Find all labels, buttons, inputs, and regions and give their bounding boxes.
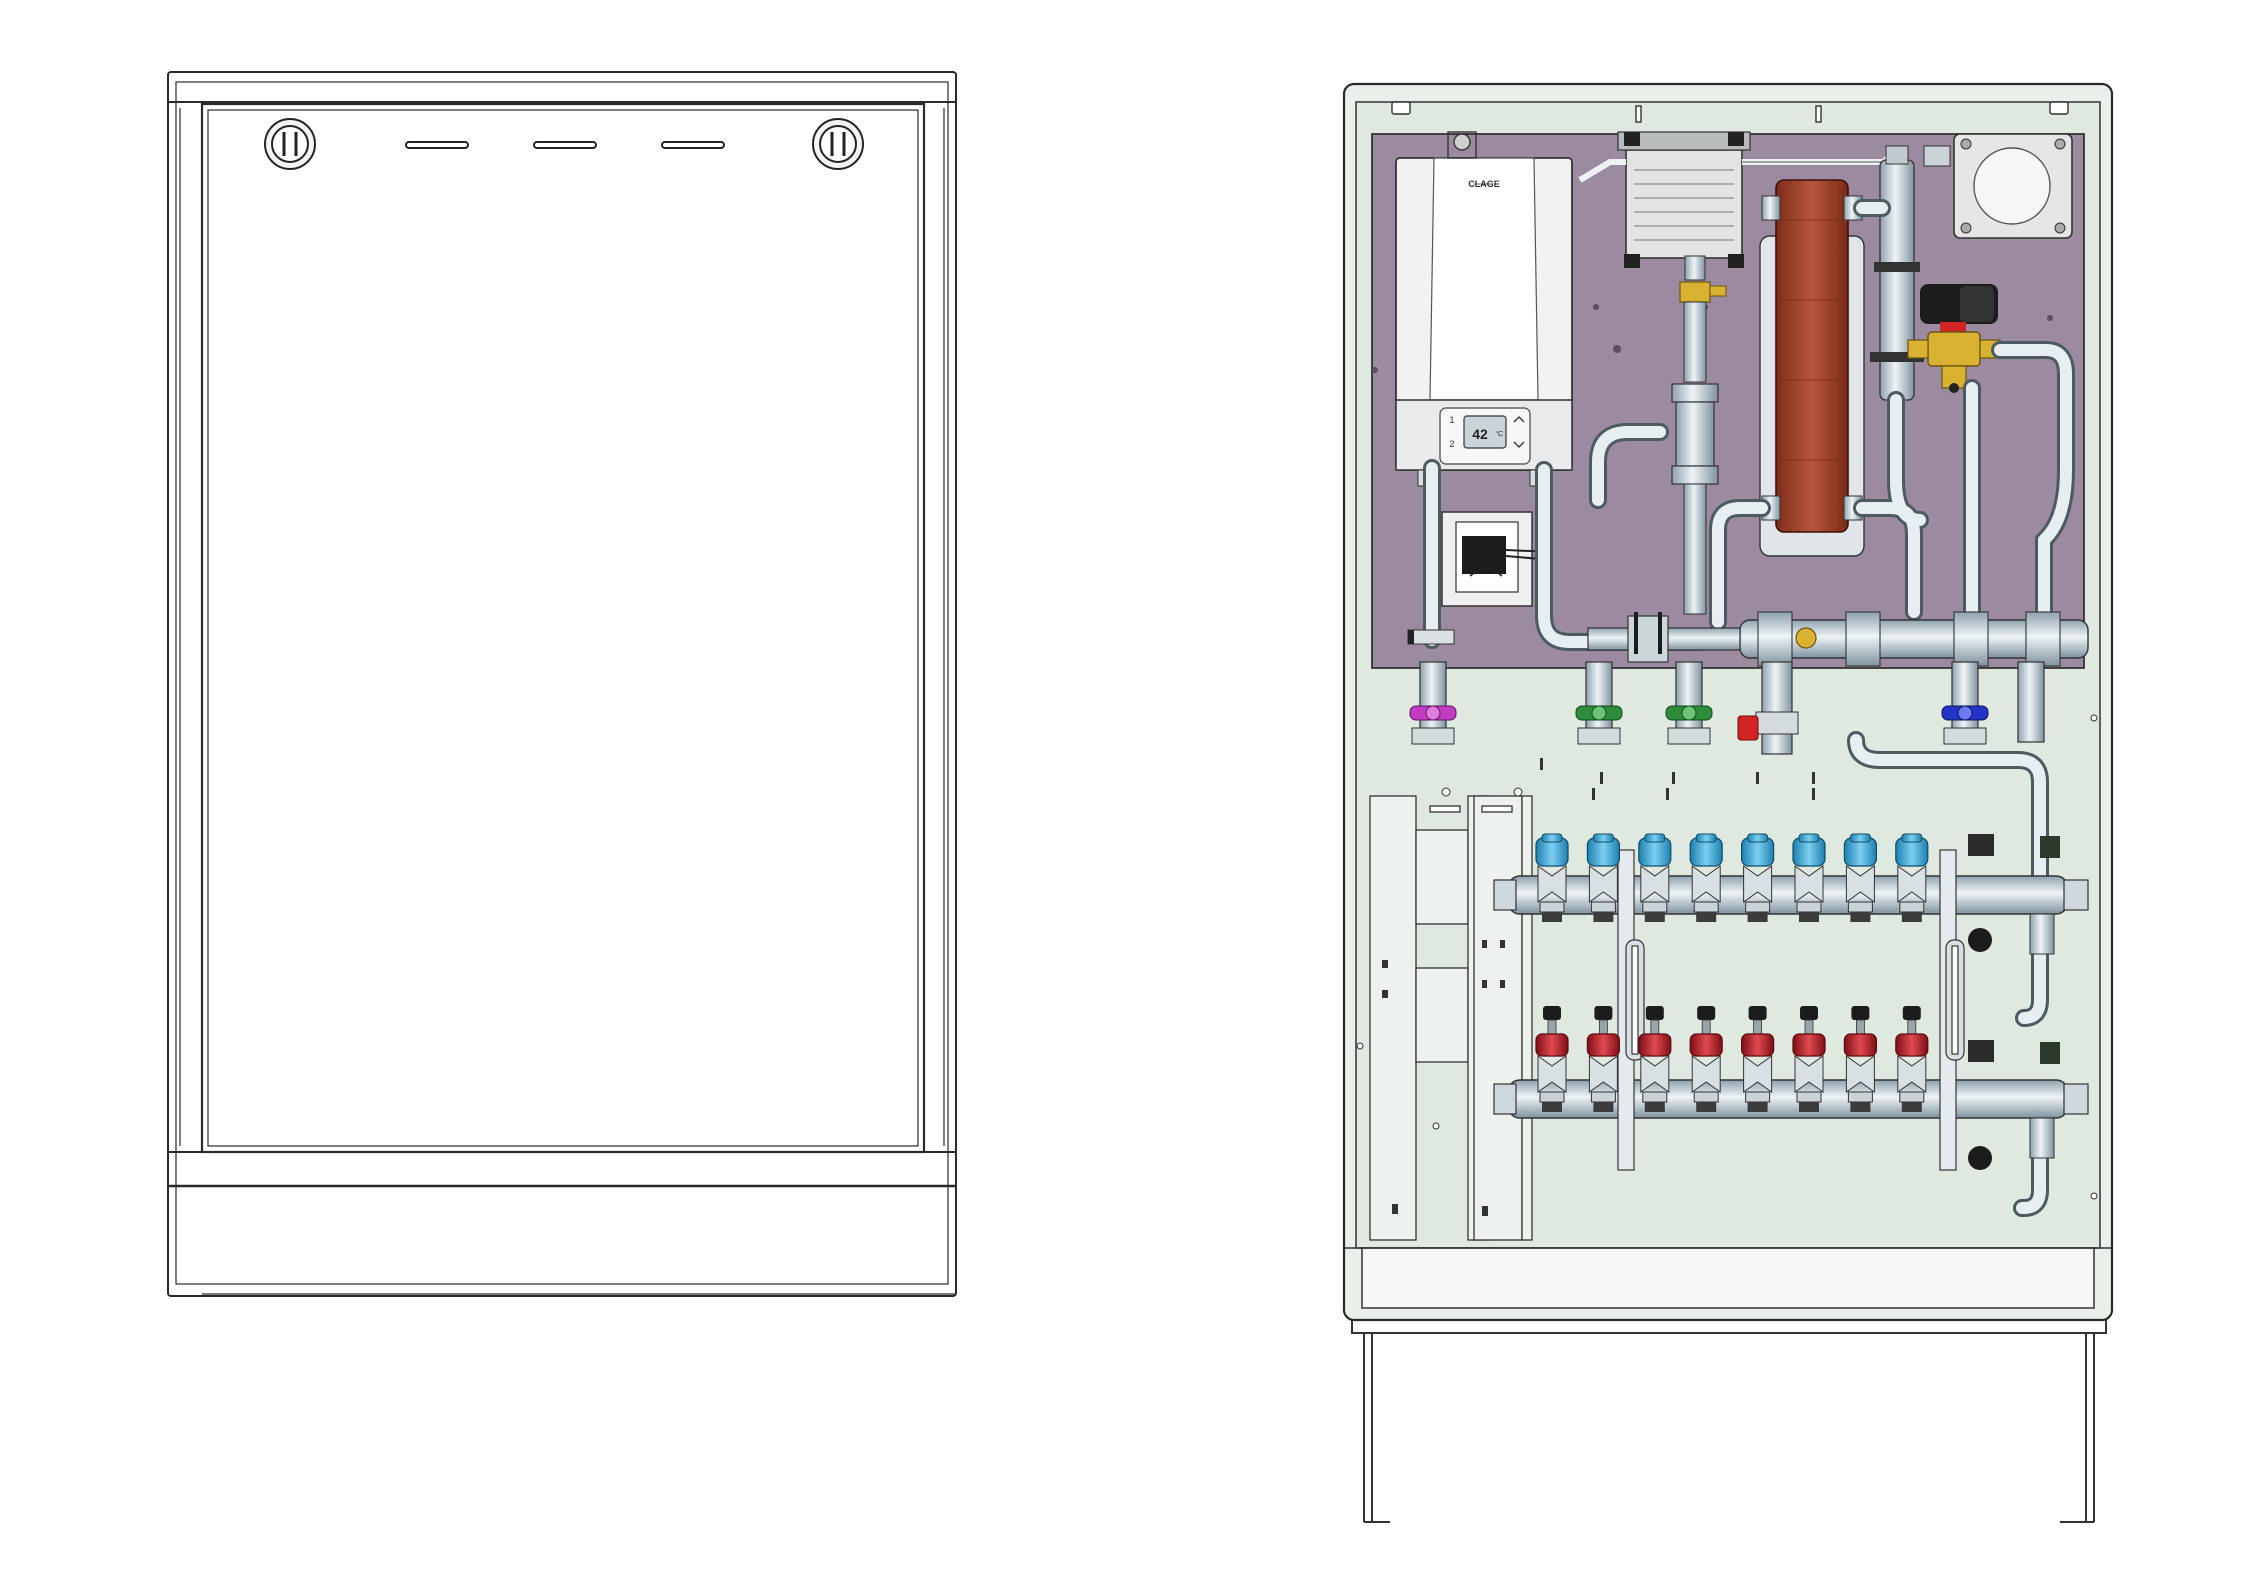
supply-loop-valve[interactable] <box>1895 833 1929 922</box>
din-rail-section <box>1369 795 1533 1241</box>
vent-slot-icon <box>533 141 597 149</box>
valve-handle-green-icon[interactable] <box>1665 705 1713 721</box>
cabinet-frame <box>167 71 957 1297</box>
supply-loop-valve[interactable] <box>1689 833 1723 922</box>
return-loop-valve[interactable] <box>1843 1006 1878 1112</box>
return-valves <box>1535 1006 1929 1112</box>
return-manifold <box>1493 1079 2089 1119</box>
heater-display-value: 42 <box>1472 426 1488 442</box>
junction-box <box>1923 133 2073 239</box>
pipework <box>1423 199 2075 1217</box>
open-cabinet: CLAGE 42 °C 1 2 <box>1342 82 2114 1523</box>
closed-cabinet <box>167 71 957 1297</box>
pump-controller <box>1441 511 1553 607</box>
circulation-pump-tube <box>1870 145 1924 401</box>
supply-loop-valve[interactable] <box>1535 833 1569 922</box>
return-loop-valve[interactable] <box>1792 1006 1826 1112</box>
cabinet-door[interactable] <box>200 102 926 1154</box>
ball-valves <box>1409 661 2045 755</box>
return-loop-valve[interactable] <box>1535 1006 1569 1112</box>
water-heater: CLAGE 42 °C 1 2 <box>1395 131 1573 631</box>
heater-control-panel[interactable]: 42 °C 1 2 <box>1439 407 1531 465</box>
return-loop-valve[interactable] <box>1586 1006 1621 1112</box>
cabinet-stand <box>1351 1304 2107 1523</box>
flow-sensor-assembly <box>1671 255 1727 615</box>
supply-loop-valve[interactable] <box>1792 833 1826 922</box>
heater-button-1[interactable]: 1 <box>1449 415 1454 425</box>
vent-slot-icon <box>661 141 725 149</box>
supply-manifold <box>1493 875 2089 915</box>
vent-slot-icon <box>405 141 469 149</box>
valve-handle-magenta-icon[interactable] <box>1409 705 1457 721</box>
supply-loop-valve[interactable] <box>1740 833 1775 922</box>
mixing-valve <box>1907 284 2001 393</box>
heat-sink-box <box>1617 131 1751 268</box>
return-loop-valve[interactable] <box>1740 1006 1775 1112</box>
manifold-brackets <box>1617 849 1965 1171</box>
return-loop-valve[interactable] <box>1895 1006 1929 1112</box>
distribution-header <box>1407 611 2089 667</box>
supply-loop-valve[interactable] <box>1843 833 1878 922</box>
valve-handle-green-icon[interactable] <box>1575 705 1623 721</box>
lock-knob-icon[interactable] <box>812 118 864 170</box>
heater-display-unit: °C <box>1495 430 1503 438</box>
supply-loop-valve[interactable] <box>1638 833 1672 922</box>
supply-valves <box>1535 833 1929 922</box>
supply-loop-valve[interactable] <box>1586 833 1621 922</box>
lock-knob-icon[interactable] <box>264 118 316 170</box>
valve-handle-blue-icon[interactable] <box>1941 705 1989 721</box>
return-loop-valve[interactable] <box>1638 1006 1672 1112</box>
return-loop-valve[interactable] <box>1689 1006 1723 1112</box>
valve-handle-red-icon[interactable] <box>1737 715 1759 741</box>
plate-heat-exchanger <box>1759 179 1865 557</box>
manifold-end-fittings <box>1968 834 2060 1170</box>
heater-button-2[interactable]: 2 <box>1449 439 1454 449</box>
